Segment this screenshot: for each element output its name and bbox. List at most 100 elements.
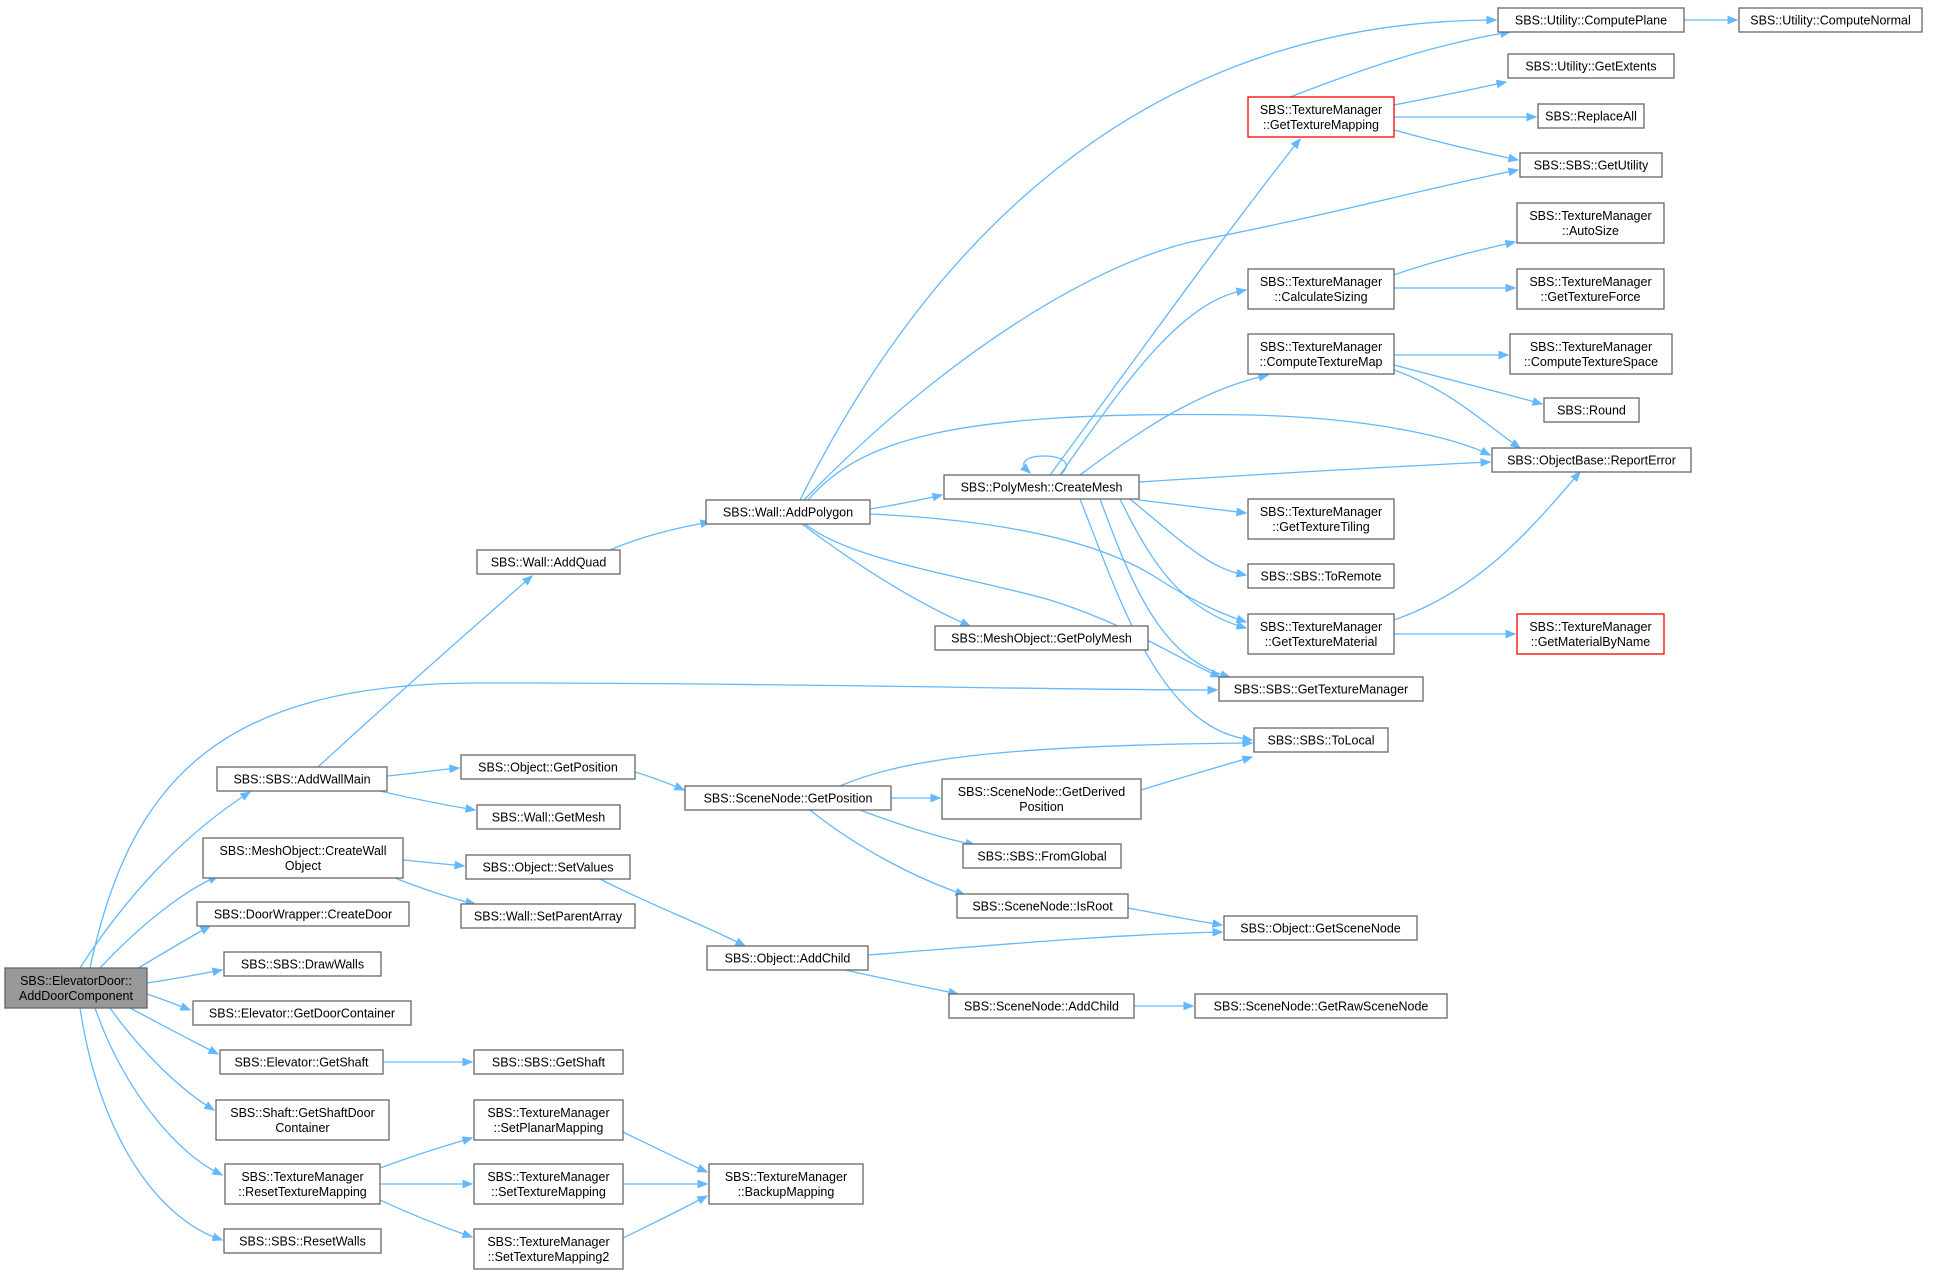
node-box [216,766,388,792]
edge-addChild-to-getSceneNode [867,927,1224,956]
node-getPolyMesh[interactable]: SBS::MeshObject::GetPolyMesh [934,625,1149,651]
edge-arrowhead [1505,283,1517,293]
node-createMesh[interactable]: SBS::PolyMesh::CreateMesh [943,474,1140,500]
node-box [476,549,621,575]
node-setPlanarMapping[interactable]: SBS::TextureManager::SetPlanarMapping [473,1099,624,1141]
edge-resetTextureMapping-to-setTextureMapping2 [379,1199,474,1238]
node-getDoorContainer[interactable]: SBS::Elevator::GetDoorContainer [192,1000,412,1026]
node-getTextureTiling[interactable]: SBS::TextureManager::GetTextureTiling [1247,498,1395,540]
node-getRawSceneNode[interactable]: SBS::SceneNode::GetRawSceneNode [1194,993,1448,1019]
node-label: SBS::Object::SetValues [482,861,613,875]
node-root[interactable]: SBS::ElevatorDoor::AddDoorComponent [4,967,148,1009]
node-label: SBS::Wall::AddQuad [491,556,607,570]
node-setTextureMapping[interactable]: SBS::TextureManager::SetTextureMapping [473,1163,624,1205]
node-label: SBS::TextureManager [1529,620,1651,634]
node-label: SBS::SBS::GetShaft [492,1056,606,1070]
edge-addPolygon-to-computePlane [799,15,1498,501]
edge-arrowhead [199,925,212,935]
edge-computeTextureMap-to-computeTextureSpace [1394,350,1510,360]
node-label: SBS::ObjectBase::ReportError [1507,454,1676,468]
node-getTextureMaterial[interactable]: SBS::TextureManager::GetTextureMaterial [1247,613,1395,655]
node-getTextureForce[interactable]: SBS::TextureManager::GetTextureForce [1516,268,1665,310]
node-resetWalls[interactable]: SBS::SBS::ResetWalls [223,1228,382,1254]
node-box [705,499,871,525]
node-setValues[interactable]: SBS::Object::SetValues [465,854,631,880]
node-snAddChild[interactable]: SBS::SceneNode::AddChild [948,993,1135,1019]
node-toRemote[interactable]: SBS::SBS::ToRemote [1247,563,1395,589]
node-label: ::GetTextureForce [1540,290,1640,304]
node-getShaft[interactable]: SBS::Elevator::GetShaft [219,1049,384,1075]
node-getTextureManager[interactable]: SBS::SBS::GetTextureManager [1218,676,1424,702]
node-getUtility[interactable]: SBS::SBS::GetUtility [1519,152,1663,178]
node-objGetPosition[interactable]: SBS::Object::GetPosition [460,754,636,780]
node-addQuad[interactable]: SBS::Wall::AddQuad [476,549,621,575]
node-label: SBS::Shaft::GetShaftDoor [230,1106,375,1120]
edge-arrowhead [461,1136,474,1145]
node-resetTextureMapping[interactable]: SBS::TextureManager::ResetTextureMapping [224,1163,381,1205]
node-computeTextureMap[interactable]: SBS::TextureManager::ComputeTextureMap [1247,333,1395,375]
node-box [1497,7,1685,33]
node-computeTextureSpace[interactable]: SBS::TextureManager::ComputeTextureSpace [1509,333,1673,375]
node-label: AddDoorComponent [19,989,133,1003]
node-setParentArray[interactable]: SBS::Wall::SetParentArray [460,903,636,929]
edge-computeTextureMap-to-reportError [1393,369,1522,449]
node-getSceneNode[interactable]: SBS::Object::GetSceneNode [1223,915,1418,941]
edge-root-to-getTextureManager [89,682,1219,969]
node-reportError[interactable]: SBS::ObjectBase::ReportError [1491,447,1692,473]
edge-getTextureMaterial-to-getMaterialByName [1394,629,1517,639]
node-computeNormal[interactable]: SBS::Utility::ComputeNormal [1738,7,1923,33]
node-createDoor[interactable]: SBS::DoorWrapper::CreateDoor [196,901,410,927]
node-wallGetMesh[interactable]: SBS::Wall::GetMesh [476,804,621,830]
edge-arrowhead [454,860,466,870]
node-getTextureMapping[interactable]: SBS::TextureManager::GetTextureMapping [1247,96,1395,138]
node-box [1247,96,1395,138]
node-round[interactable]: SBS::Round [1543,397,1640,423]
node-getMaterialByName[interactable]: SBS::TextureManager::GetMaterialByName [1516,613,1665,655]
edge-addWallMain-to-wallGetMesh [379,790,477,813]
node-toLocal[interactable]: SBS::SBS::ToLocal [1253,727,1389,753]
node-label: SBS::Utility::GetExtents [1525,60,1656,74]
node-addPolygon[interactable]: SBS::Wall::AddPolygon [705,499,871,525]
node-drawWalls[interactable]: SBS::SBS::DrawWalls [223,951,382,977]
node-label: Object [285,859,322,873]
node-label: SBS::SBS::ResetWalls [239,1235,366,1249]
node-label: SBS::SceneNode::GetPosition [704,792,873,806]
node-box [219,1049,384,1075]
edge-addPolygon-to-getTextureManager [804,523,1222,678]
edge-getTextureMapping-to-replaceAll [1394,112,1538,122]
edge-arrowhead [1570,470,1581,483]
node-box [223,1228,382,1254]
node-label: SBS::DoorWrapper::CreateDoor [214,908,392,922]
node-setTextureMapping2[interactable]: SBS::TextureManager::SetTextureMapping2 [473,1228,624,1270]
node-calculateSizing[interactable]: SBS::TextureManager::CalculateSizing [1247,268,1395,310]
node-replaceAll[interactable]: SBS::ReplaceAll [1537,103,1645,129]
node-getExtents[interactable]: SBS::Utility::GetExtents [1507,53,1675,79]
edge-arrowhead [1207,685,1219,695]
node-label: ::CalculateSizing [1274,290,1367,304]
node-label: SBS::SBS::GetUtility [1534,159,1649,173]
edge-arrowhead [1479,447,1492,456]
edge-arrowhead [1504,239,1517,249]
edge-arrowhead [207,1045,220,1055]
edge-arrowhead [462,1179,474,1189]
node-autoSize[interactable]: SBS::TextureManager::AutoSize [1516,202,1665,244]
node-box [473,1163,624,1205]
edge-arrowhead [462,1057,474,1067]
edge-computePlane-to-computeNormal [1684,15,1739,25]
node-label: SBS::MeshObject::GetPolyMesh [951,632,1132,646]
node-box [1516,202,1665,244]
node-box [1253,727,1389,753]
node-backupMapping[interactable]: SBS::TextureManager::BackupMapping [708,1163,864,1205]
node-addWallMain[interactable]: SBS::SBS::AddWallMain [216,766,388,792]
node-sbsGetShaft[interactable]: SBS::SBS::GetShaft [473,1049,624,1075]
node-fromGlobal[interactable]: SBS::SBS::FromGlobal [962,843,1122,869]
node-box [215,1099,390,1141]
node-computePlane[interactable]: SBS::Utility::ComputePlane [1497,7,1685,33]
node-snGetPosition[interactable]: SBS::SceneNode::GetPosition [684,785,892,811]
node-addChild[interactable]: SBS::Object::AddChild [706,945,869,971]
node-label: SBS::MeshObject::CreateWall [220,844,387,858]
node-isRoot[interactable]: SBS::SceneNode::IsRoot [956,893,1129,919]
